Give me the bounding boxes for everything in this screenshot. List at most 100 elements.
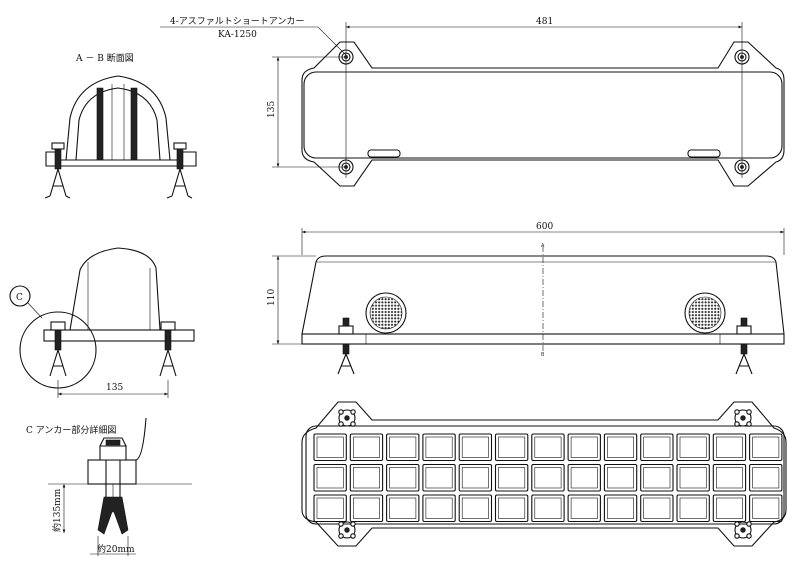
grid-cell-inner <box>316 497 344 519</box>
grid-cell <box>712 494 747 523</box>
grid-cell <box>603 433 638 462</box>
grid-cell-inner <box>498 497 526 519</box>
grid-cell-inner <box>679 497 707 519</box>
grid-cell <box>531 433 565 462</box>
grid-cell-inner <box>607 467 635 489</box>
grid-cell-inner <box>715 497 743 519</box>
detail-c-marker-label: C <box>16 293 23 303</box>
grid-cell-inner <box>534 497 562 519</box>
grid-cell <box>603 494 638 523</box>
grid-cell-inner <box>352 467 380 489</box>
grid-cell <box>749 463 783 492</box>
grid-cell <box>494 463 529 492</box>
grid-cell <box>494 494 529 523</box>
anchor-callout-line2: KA-1250 <box>218 30 257 40</box>
grid-cell-inner <box>425 467 453 489</box>
grid-cell <box>676 463 710 492</box>
grid-cell <box>313 433 347 462</box>
grid-cell <box>458 463 493 492</box>
grid-cell-inner <box>461 497 489 519</box>
grid-cell-inner <box>534 436 562 458</box>
section-side-view: C 135 <box>9 247 195 398</box>
grid-cell <box>494 433 529 462</box>
grid-cell <box>567 433 601 462</box>
grid-cell <box>749 433 783 462</box>
grid-cell-inner <box>498 467 526 489</box>
section-marker-a: A <box>541 243 545 249</box>
bottom-lug-bottom-right <box>734 521 752 539</box>
grid-cell <box>458 494 493 523</box>
bolt-top-right <box>734 49 750 65</box>
detail-c-marker <box>9 285 31 307</box>
grid-cell-inner <box>461 467 489 489</box>
grid-cell <box>349 494 384 523</box>
bottom-lug-bottom-left <box>338 521 356 539</box>
grid-cell-inner <box>389 467 417 489</box>
detail-c-title: C アンカー部分詳細図 <box>26 424 116 436</box>
grid-cell <box>531 494 565 523</box>
grid-cell <box>386 433 420 462</box>
side-length-dimension: 600 <box>536 222 553 232</box>
grid-cell-inner <box>425 497 453 519</box>
grid-cell-inner <box>607 436 635 458</box>
grid-cell-inner <box>570 467 598 489</box>
grid-cell <box>386 463 420 492</box>
grid-cell-inner <box>752 467 780 489</box>
anchor-depth-dimension: 約135mm <box>51 488 63 532</box>
grid-cell-inner <box>352 497 380 519</box>
grid-cell <box>349 433 384 462</box>
grid-cell-inner <box>570 497 598 519</box>
grid-cell <box>603 463 638 492</box>
grid-cell-inner <box>643 436 671 458</box>
bottom-cell-grid <box>313 433 783 523</box>
bottom-lug-top-left <box>338 409 356 427</box>
grid-cell-inner <box>389 497 417 519</box>
grid-cell <box>386 494 420 523</box>
section-marker-b: B <box>541 352 545 358</box>
grid-cell <box>422 494 456 523</box>
grid-cell <box>531 463 565 492</box>
bottom-view <box>301 401 787 547</box>
grid-cell-inner <box>643 467 671 489</box>
grid-cell <box>712 433 747 462</box>
grid-cell <box>422 463 456 492</box>
grid-cell <box>313 494 347 523</box>
grid-cell-inner <box>679 436 707 458</box>
grid-cell <box>640 463 674 492</box>
side-height-dimension: 110 <box>267 289 277 306</box>
grid-cell <box>567 463 601 492</box>
grid-cell <box>676 433 710 462</box>
front-view: 600 110 A B <box>267 222 785 375</box>
grid-cell-inner <box>389 436 417 458</box>
plan-view: 4-アスファルトショートアンカー KA-1250 481 135 <box>160 16 785 187</box>
grid-cell-inner <box>752 436 780 458</box>
grid-cell-inner <box>715 467 743 489</box>
grid-cell <box>712 463 747 492</box>
bolt-bottom-right <box>734 159 750 175</box>
section-ab-view: A － B 断面図 <box>44 52 197 199</box>
grid-cell <box>422 433 456 462</box>
grid-cell <box>458 433 493 462</box>
top-height-dimension: 135 <box>267 101 277 118</box>
grid-cell-inner <box>679 467 707 489</box>
anchor-callout-line1: 4-アスファルトショートアンカー <box>170 16 304 27</box>
grid-cell-inner <box>316 436 344 458</box>
grid-cell <box>640 433 674 462</box>
grid-cell-inner <box>643 497 671 519</box>
grid-cell-inner <box>352 436 380 458</box>
grid-cell <box>676 494 710 523</box>
grid-cell <box>349 463 384 492</box>
section-ab-title: A － B 断面図 <box>75 52 134 64</box>
grid-cell-inner <box>715 436 743 458</box>
grid-cell-inner <box>425 436 453 458</box>
bottom-lug-top-right <box>734 409 752 427</box>
grid-cell <box>640 494 674 523</box>
detail-c-view: C アンカー部分詳細図 約135mm 約20mm <box>26 417 192 556</box>
bolt-top-left <box>338 49 354 65</box>
top-length-dimension: 481 <box>536 17 553 27</box>
bolt-bottom-left <box>338 159 354 175</box>
anchor-width-dimension: 約20mm <box>97 543 135 555</box>
grid-cell-inner <box>461 436 489 458</box>
grid-cell <box>313 463 347 492</box>
